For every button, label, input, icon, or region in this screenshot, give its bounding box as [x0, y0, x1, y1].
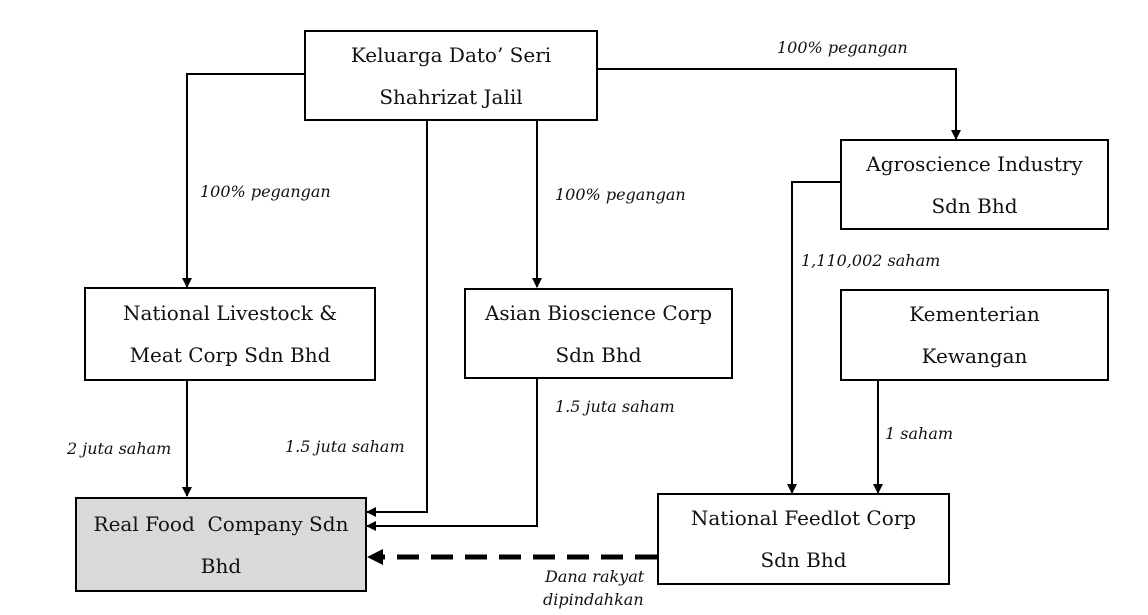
node-national-livestock-line2: Meat Corp Sdn Bhd	[129, 343, 331, 367]
label-nfc-realfood-line2: dipindahkan	[543, 590, 644, 609]
node-kementerian: Kementerian Kewangan	[840, 289, 1109, 381]
node-kementerian-line1: Kementerian	[909, 302, 1040, 326]
node-national-feedlot-line1: National Feedlot Corp	[690, 506, 917, 530]
node-real-food-line1: Real Food Company Sdn	[93, 511, 349, 536]
node-national-feedlot: National Feedlot Corp Sdn Bhd	[657, 493, 950, 585]
label-keluarga-nlmc: 100% pegangan	[200, 182, 331, 201]
node-keluarga-line2: Shahrizat Jalil	[379, 84, 523, 109]
node-asian-bioscience-line1: Asian Bioscience Corp	[484, 300, 713, 325]
label-kementerian-nfc: 1 saham	[885, 424, 954, 443]
node-national-livestock: National Livestock & Meat Corp Sdn Bhd	[84, 287, 376, 381]
node-national-feedlot-line2: Sdn Bhd	[760, 548, 847, 572]
edge-agroscience-nfc	[787, 181, 840, 494]
node-agroscience-line1: Agroscience Industry	[866, 151, 1083, 176]
node-agroscience: Agroscience Industry Sdn Bhd	[840, 139, 1109, 230]
node-real-food-line2: Bhd	[200, 553, 242, 578]
node-asian-bioscience-line2: Sdn Bhd	[555, 342, 642, 367]
label-agroscience-nfc: 1,110,002 saham	[801, 251, 941, 270]
label-keluarga-agroscience: 100% pegangan	[777, 38, 908, 57]
node-national-livestock-line1: National Livestock &	[122, 301, 338, 325]
node-keluarga: Keluarga Dato’ Seri Shahrizat Jalil	[304, 30, 598, 121]
node-asian-bioscience: Asian Bioscience Corp Sdn Bhd	[464, 288, 733, 379]
node-kementerian-line2: Kewangan	[921, 344, 1028, 368]
node-agroscience-line2: Sdn Bhd	[931, 193, 1018, 218]
arrowhead-nfc-realfood	[367, 549, 383, 565]
label-keluarga-realfood: 1.5 juta saham	[285, 437, 405, 456]
edge-asian-realfood	[366, 379, 538, 531]
label-keluarga-asian: 100% pegangan	[555, 185, 686, 204]
edge-keluarga-nlmc	[182, 73, 305, 288]
label-nlmc-realfood: 2 juta saham	[67, 439, 172, 458]
node-real-food: Real Food Company Sdn Bhd	[75, 497, 367, 592]
edge-keluarga-agroscience	[597, 68, 961, 140]
label-asian-realfood: 1.5 juta saham	[555, 397, 675, 416]
label-nfc-realfood-line1: Dana rakyat	[545, 567, 645, 586]
node-keluarga-line1: Keluarga Dato’ Seri	[350, 42, 552, 67]
edge-keluarga-realfood	[366, 121, 428, 517]
